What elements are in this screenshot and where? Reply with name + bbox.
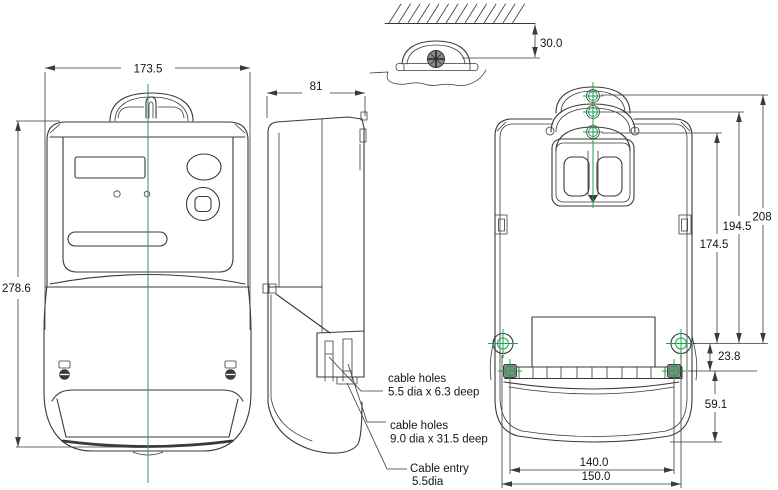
dim-hole-to-terminal-text: 23.8 [718, 351, 740, 363]
front-hanger-bar [117, 106, 185, 119]
back-cover-top-curve [503, 381, 680, 390]
back-top-hole-left [545, 126, 555, 136]
dim-wall-offset-text: 30.0 [540, 38, 562, 50]
dim-front-width: 173.5 [44, 64, 251, 330]
hanger-hole-right [596, 156, 623, 197]
side-cable-slot-large [342, 338, 353, 382]
bracket-dome-inner [406, 44, 466, 65]
front-hanger-dome-inner [114, 96, 189, 122]
side-cable-entry-notch [336, 376, 358, 385]
lcd-display-window [74, 156, 146, 179]
front-hanger-keyhole [145, 96, 157, 119]
label-cable-entry-2: 5.5dia [412, 476, 444, 488]
label-cable-holes-large-2: 9.0 dia x 31.5 deep [390, 434, 488, 446]
dim-side-depth: 81 [266, 81, 366, 118]
back-side-tab-left [494, 214, 508, 235]
leader-cable-holes-large [347, 363, 386, 423]
back-body-bottom [494, 397, 693, 443]
back-side-tab-right [678, 214, 692, 235]
hanger-hole-left [563, 156, 590, 197]
terminal-screw-left [498, 359, 522, 383]
front-view: 173.5 278.6 [2, 64, 252, 483]
side-clip-tab [359, 128, 367, 143]
dim-mid-hook-text: 194.5 [723, 221, 752, 233]
terminal-strip [504, 366, 683, 380]
back-corner-chamfers [496, 121, 691, 132]
leader-cable-entry [346, 382, 407, 470]
dim-front-height-text: 278.6 [2, 283, 31, 295]
cable-annotations: cable holes 5.5 dia x 6.3 deep cable hol… [328, 356, 488, 488]
back-view: 174.5 194.5 208 23.8 59.1 [488, 82, 772, 488]
bracket-broken-base [369, 69, 487, 86]
hanger-center-slot [587, 150, 599, 196]
front-corner-chamfers [49, 123, 246, 134]
wall-hatch [388, 3, 525, 24]
dim-lower-hook: 174.5 [700, 133, 729, 343]
leader-cable-holes-small [328, 356, 383, 392]
side-hanger-tab [360, 111, 368, 121]
indicator-led-left [113, 190, 121, 198]
dim-front-height: 278.6 [2, 120, 125, 448]
front-hanger-dome [109, 92, 194, 122]
mounting-detail: 30.0 [369, 3, 562, 86]
back-cutout-window [531, 316, 656, 368]
dim-overall-height-text: 208 [752, 212, 771, 224]
indicator-led-right [143, 190, 151, 198]
dim-lower-hook-text: 174.5 [700, 239, 729, 251]
side-cable-slot-small [324, 340, 334, 382]
back-cover-inner-curve [508, 386, 675, 395]
side-lower-slope [275, 293, 331, 334]
label-slot [67, 231, 168, 247]
back-body-bottom-inner [499, 395, 688, 437]
terminal-screw-right [662, 359, 686, 383]
dim-mid-hook: 194.5 [723, 112, 752, 343]
label-cable-holes-small-2: 5.5 dia x 6.3 deep [388, 387, 479, 399]
fixing-hole-right [666, 329, 696, 358]
dim-terminal-to-bottom-text: 59.1 [705, 399, 727, 411]
push-button-ring [185, 186, 221, 222]
seal-screw-right [224, 360, 237, 380]
dim-hole-to-terminal: 23.8 [707, 343, 740, 371]
optical-port-oval [186, 153, 222, 181]
dim-wall-offset: 30.0 [462, 24, 562, 59]
front-hanger-keyhole-inner [148, 101, 154, 119]
back-lower-flares [489, 335, 698, 381]
seal-screw-left [58, 360, 71, 380]
back-body-right [633, 118, 693, 399]
hook-screw-positions [583, 91, 603, 137]
push-button [194, 195, 212, 213]
back-dimensions: 174.5 194.5 208 23.8 59.1 [501, 94, 772, 488]
label-cable-holes-large-1: cable holes [390, 420, 448, 432]
dim-terminal-to-bottom: 59.1 [705, 371, 727, 442]
front-body-upper-outline [46, 121, 249, 286]
back-body-inner [499, 123, 688, 397]
bracket-dome [401, 40, 471, 65]
bracket-screw [427, 50, 445, 68]
back-hanger-bracket [550, 82, 636, 208]
dim-screw-span: 140.0 [509, 381, 675, 474]
side-top-back-outline [267, 116, 365, 378]
side-latch [262, 283, 277, 294]
label-cable-holes-small-1: cable holes [388, 373, 446, 385]
back-body-left [494, 118, 553, 399]
dim-front-width-text: 173.5 [134, 64, 163, 76]
dim-side-depth-text: 81 [310, 81, 323, 93]
side-view: 81 [262, 81, 368, 454]
dim-overall-height: 208 [752, 95, 772, 343]
dim-screw-span-text: 140.0 [580, 457, 609, 469]
side-bottom-inner [270, 294, 313, 442]
dim-fixing-span-text: 150.0 [582, 471, 611, 483]
label-cable-entry-1: Cable entry [410, 463, 469, 475]
fixing-hole-left [488, 329, 518, 358]
side-terminal-block [316, 330, 365, 378]
side-bottom-outline [267, 286, 363, 454]
dim-fixing-span: 150.0 [501, 355, 682, 488]
